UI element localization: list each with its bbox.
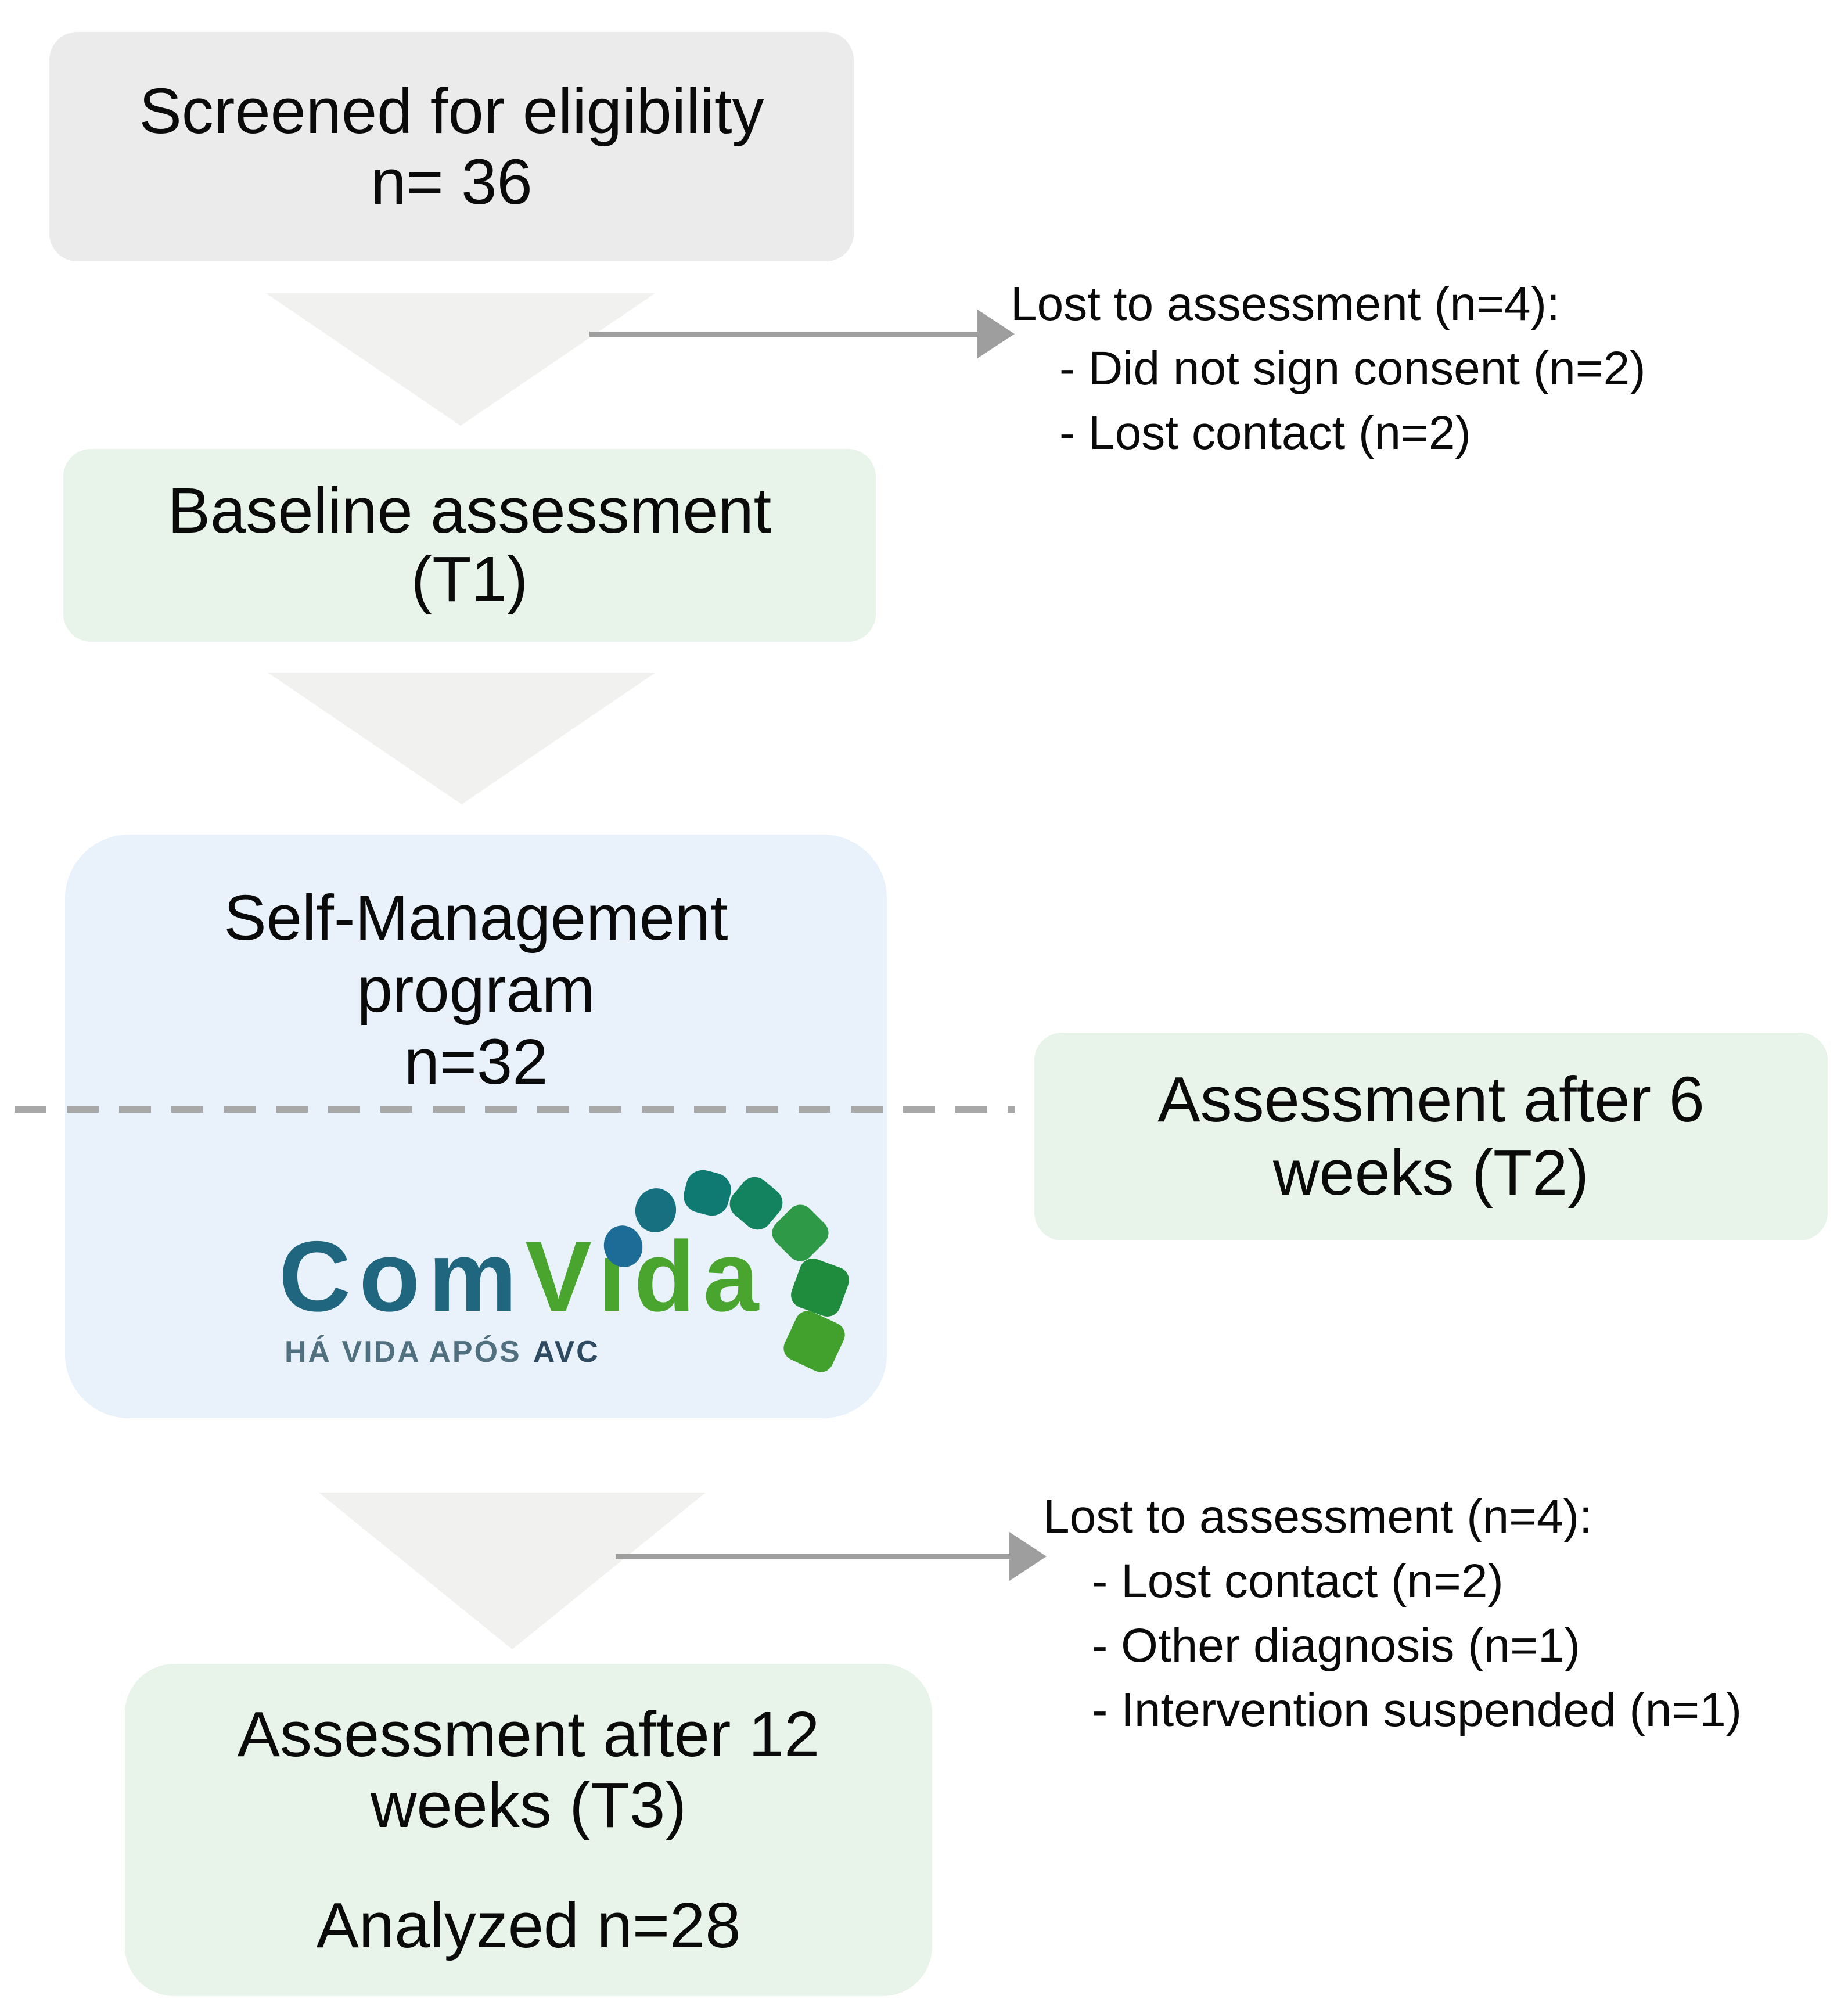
program-line1: Self-Management (224, 882, 728, 954)
lost-to-assessment-top: Lost to assessment (n=4): - Did not sign… (1011, 272, 1646, 465)
down-arrow-icon (268, 673, 656, 804)
t2-line1: Assessment after 6 (1157, 1064, 1705, 1135)
program-line2: program (357, 954, 595, 1026)
comvida-tagline-text: HÁ VIDA APÓS (285, 1335, 522, 1369)
comvida-logo-vida: Vida (525, 1221, 767, 1332)
down-arrow-icon (266, 293, 655, 426)
screened-count: n= 36 (371, 146, 533, 218)
lost-bottom-item: - Intervention suspended (n=1) (1092, 1684, 1742, 1736)
baseline-line2: (T1) (411, 544, 528, 615)
lost-top-item: - Lost contact (n=2) (1059, 407, 1471, 459)
comvida-tagline: HÁ VIDA APÓS AVC (285, 1335, 600, 1369)
screened-line1: Screened for eligibility (139, 75, 764, 147)
down-arrow-icon (319, 1493, 706, 1649)
comvida-tagline-avc: AVC (533, 1335, 600, 1369)
assessment-12-weeks-box: Assessment after 12 weeks (T3) Analyzed … (125, 1664, 932, 1996)
t3-line1: Assessment after 12 (237, 1698, 820, 1770)
connector-line-bottom (616, 1554, 1012, 1559)
self-management-program-box: Self-Management program n=32 (65, 835, 887, 1418)
dashed-divider-line (15, 1106, 1015, 1113)
program-count: n=32 (404, 1026, 548, 1098)
screened-eligibility-box: Screened for eligibility n= 36 (49, 32, 854, 261)
lost-top-title: Lost to assessment (n=4): (1011, 278, 1560, 330)
t3-line2: weeks (T3) (371, 1769, 686, 1841)
arrowhead-right-icon (977, 310, 1015, 358)
baseline-assessment-box: Baseline assessment (T1) (63, 449, 876, 642)
t3-analyzed: Analyzed n=28 (316, 1889, 741, 1961)
lost-top-item: - Did not sign consent (n=2) (1059, 342, 1646, 395)
t2-line2: weeks (T2) (1273, 1137, 1589, 1209)
arrowhead-right-icon (1009, 1532, 1047, 1581)
lost-bottom-title: Lost to assessment (n=4): (1043, 1490, 1592, 1543)
t3-lines: Assessment after 12 weeks (T3) (238, 1699, 820, 1841)
lost-bottom-item: - Lost contact (n=2) (1092, 1555, 1504, 1608)
lost-bottom-item: - Other diagnosis (n=1) (1092, 1619, 1580, 1672)
comvida-logo-com: Com (279, 1221, 526, 1332)
baseline-line1: Baseline assessment (167, 475, 772, 546)
assessment-6-weeks-box: Assessment after 6 weeks (T2) (1034, 1033, 1828, 1240)
connector-line-top (589, 332, 980, 337)
lost-to-assessment-bottom: Lost to assessment (n=4): - Lost contact… (1043, 1484, 1742, 1742)
comvida-logo: ComVida (279, 1227, 767, 1326)
